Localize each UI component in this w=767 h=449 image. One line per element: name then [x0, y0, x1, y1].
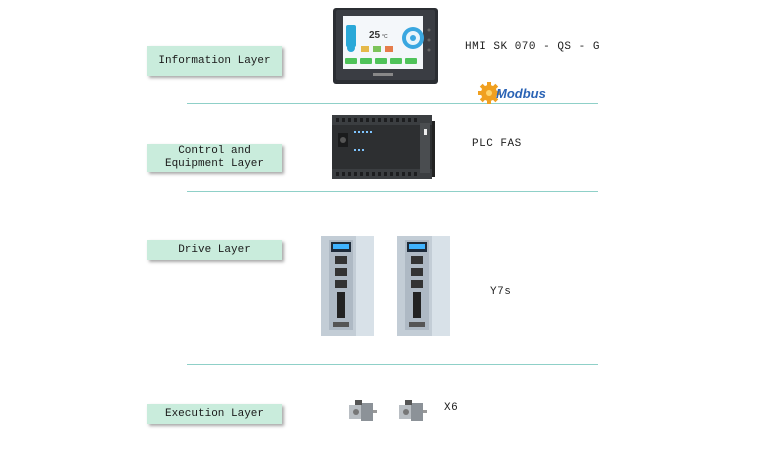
modbus-text: Modbus: [496, 86, 546, 101]
thermometer-icon: [346, 25, 356, 47]
plc-caption: PLC FAS: [472, 138, 522, 150]
layer-label-text: Control and Equipment Layer: [164, 145, 265, 170]
layer-label-text: Drive Layer: [178, 243, 251, 256]
divider-control-drive: [187, 191, 598, 192]
motor-caption: X6: [444, 402, 459, 414]
execution-layer-label: Execution Layer: [147, 404, 282, 424]
modbus-logo: Modbus: [478, 82, 546, 104]
servo-motor-1: [349, 400, 377, 421]
plc-device: [332, 115, 435, 179]
hmi-temperature: 25: [369, 30, 381, 41]
layer-label-text: Execution Layer: [164, 407, 265, 420]
hmi-brand-logo: [373, 73, 393, 76]
control-equipment-layer-label: Control and Equipment Layer: [147, 144, 282, 172]
hmi-caption: HMI SK 070 - QS - G: [465, 41, 600, 53]
hmi-temperature-unit: °C: [382, 34, 388, 40]
servo-motor-2: [399, 400, 427, 421]
layer-label-text: Information Layer: [158, 54, 271, 67]
divider-drive-execution: [187, 364, 598, 365]
divider-information-control: [187, 103, 598, 104]
servo-drive-2: [397, 236, 450, 336]
drive-caption: Y7s: [490, 286, 512, 298]
information-layer-label: Information Layer: [147, 46, 282, 76]
hmi-device: 25 °C: [333, 8, 438, 84]
servo-drive-1: [321, 236, 374, 336]
drive-layer-label: Drive Layer: [147, 240, 282, 260]
